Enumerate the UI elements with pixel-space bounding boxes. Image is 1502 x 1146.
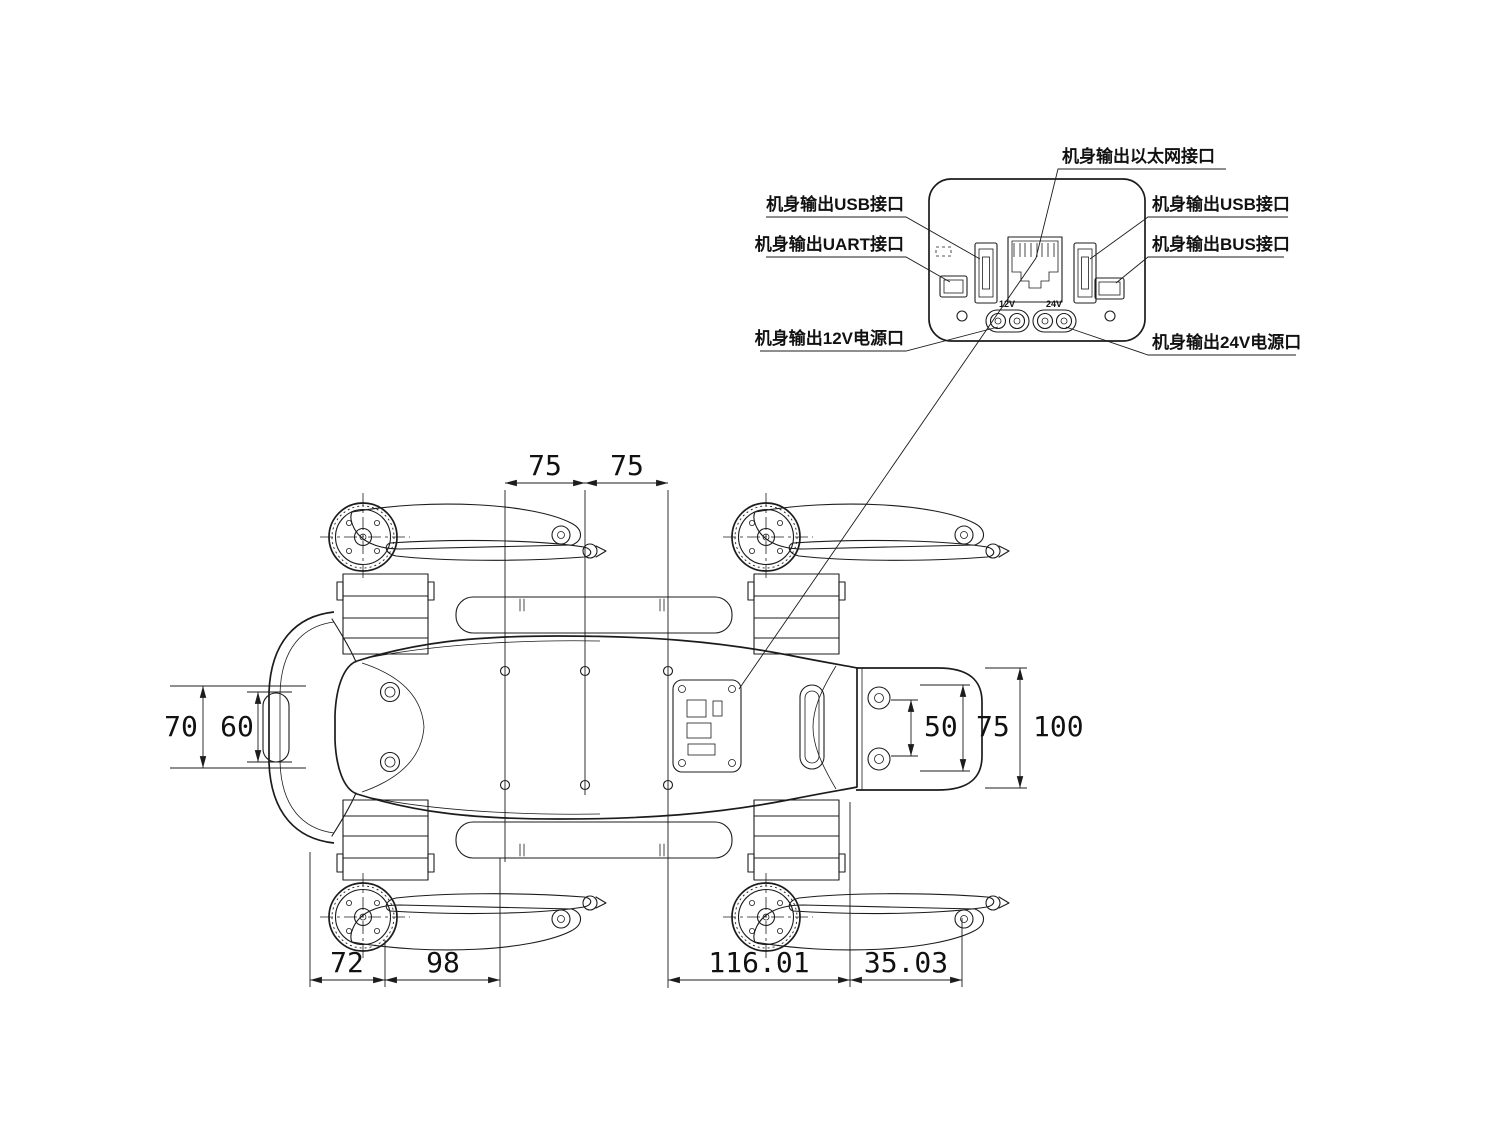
rear-port-top bbox=[867, 686, 891, 710]
panel-outline bbox=[928, 178, 1146, 342]
robot-top-view bbox=[262, 493, 1010, 961]
dim-right: 50 75 100 bbox=[891, 667, 1084, 789]
usb-left-label: 机身输出USB接口 bbox=[766, 194, 904, 214]
dim-top: 75 75 bbox=[504, 449, 669, 988]
screw-holes bbox=[499, 665, 674, 791]
leg-mount-front-left bbox=[336, 573, 435, 655]
dim-top-2: 75 bbox=[610, 449, 644, 482]
ethernet-label: 机身输出以太网接口 bbox=[1062, 146, 1215, 166]
power-24v-leader bbox=[1065, 326, 1296, 356]
port-24v-label: 24V bbox=[1046, 299, 1062, 309]
foot bbox=[985, 895, 1001, 911]
usb-right-leader bbox=[1089, 216, 1288, 260]
power-port-12v: 12V bbox=[985, 299, 1030, 333]
port-12v-label: 12V bbox=[999, 299, 1015, 309]
knee-joint bbox=[954, 525, 974, 545]
dim-116-01: 116.01 bbox=[708, 946, 809, 979]
body-buttons bbox=[379, 681, 401, 773]
foot bbox=[582, 543, 598, 559]
usb-port-left bbox=[974, 242, 998, 304]
panel-vent-mark bbox=[935, 246, 952, 257]
uart-port bbox=[939, 275, 968, 298]
dim-bottom-left: 72 98 bbox=[309, 852, 501, 987]
handle-slot bbox=[799, 684, 825, 770]
deck-plates bbox=[455, 596, 733, 859]
knee-joint bbox=[551, 525, 571, 545]
panel-screw-left bbox=[956, 310, 968, 322]
ethernet-port bbox=[1007, 236, 1063, 303]
dim-top-1: 75 bbox=[528, 449, 562, 482]
dim-60: 60 bbox=[220, 710, 254, 743]
dim-70: 70 bbox=[164, 710, 198, 743]
power-24v-label: 机身输出24V电源口 bbox=[1152, 332, 1301, 352]
leg-front-right bbox=[320, 873, 607, 961]
leg-rear-right bbox=[723, 873, 1010, 961]
power-12v-label: 机身输出12V电源口 bbox=[755, 328, 904, 348]
power-12v-leader bbox=[760, 326, 999, 352]
leg-mount-front-right bbox=[336, 799, 435, 881]
dim-50: 50 bbox=[924, 710, 958, 743]
panel-screw-right bbox=[1104, 310, 1116, 322]
knee-joint bbox=[551, 909, 571, 929]
front-bumper bbox=[262, 611, 335, 844]
front-port-slot bbox=[262, 692, 290, 763]
usb-left-leader bbox=[766, 216, 981, 260]
uart-leader bbox=[766, 256, 951, 283]
rear-port-bottom bbox=[867, 747, 891, 771]
callout-panel: 12V 24V bbox=[928, 178, 1146, 342]
torso-outline bbox=[334, 635, 858, 820]
foot bbox=[582, 895, 598, 911]
bus-label: 机身输出BUS接口 bbox=[1152, 234, 1290, 254]
uart-label: 机身输出UART接口 bbox=[755, 234, 904, 254]
tail-plate bbox=[856, 667, 983, 791]
dim-bottom-right: 116.01 35.03 bbox=[668, 802, 963, 987]
callout-labels: 机身输出以太网接口 机身输出USB接口 机身输出UART接口 机身输出12V电源… bbox=[738, 146, 1301, 690]
body-io-panel bbox=[672, 679, 742, 773]
dim-75: 75 bbox=[976, 710, 1010, 743]
dimensions: 75 75 72 98 116.01 35.03 bbox=[164, 449, 1084, 988]
leg-front-left bbox=[320, 493, 607, 581]
bus-port bbox=[1094, 277, 1125, 300]
leg-mount-rear-left bbox=[747, 573, 846, 655]
leg-mount-rear-right bbox=[747, 799, 846, 881]
dim-100: 100 bbox=[1033, 710, 1084, 743]
dim-98: 98 bbox=[426, 946, 460, 979]
dim-left: 70 60 bbox=[164, 685, 306, 769]
ethernet-leader-line bbox=[738, 168, 1226, 690]
knee-joint bbox=[954, 909, 974, 929]
power-port-24v: 24V bbox=[1032, 299, 1077, 333]
usb-port-right bbox=[1073, 242, 1097, 304]
leg-rear-left bbox=[723, 493, 1010, 581]
usb-right-label: 机身输出USB接口 bbox=[1152, 194, 1290, 214]
bus-leader bbox=[1115, 256, 1284, 284]
dim-72: 72 bbox=[330, 946, 364, 979]
dim-35-03: 35.03 bbox=[864, 946, 948, 979]
foot bbox=[985, 543, 1001, 559]
torso bbox=[331, 618, 858, 837]
